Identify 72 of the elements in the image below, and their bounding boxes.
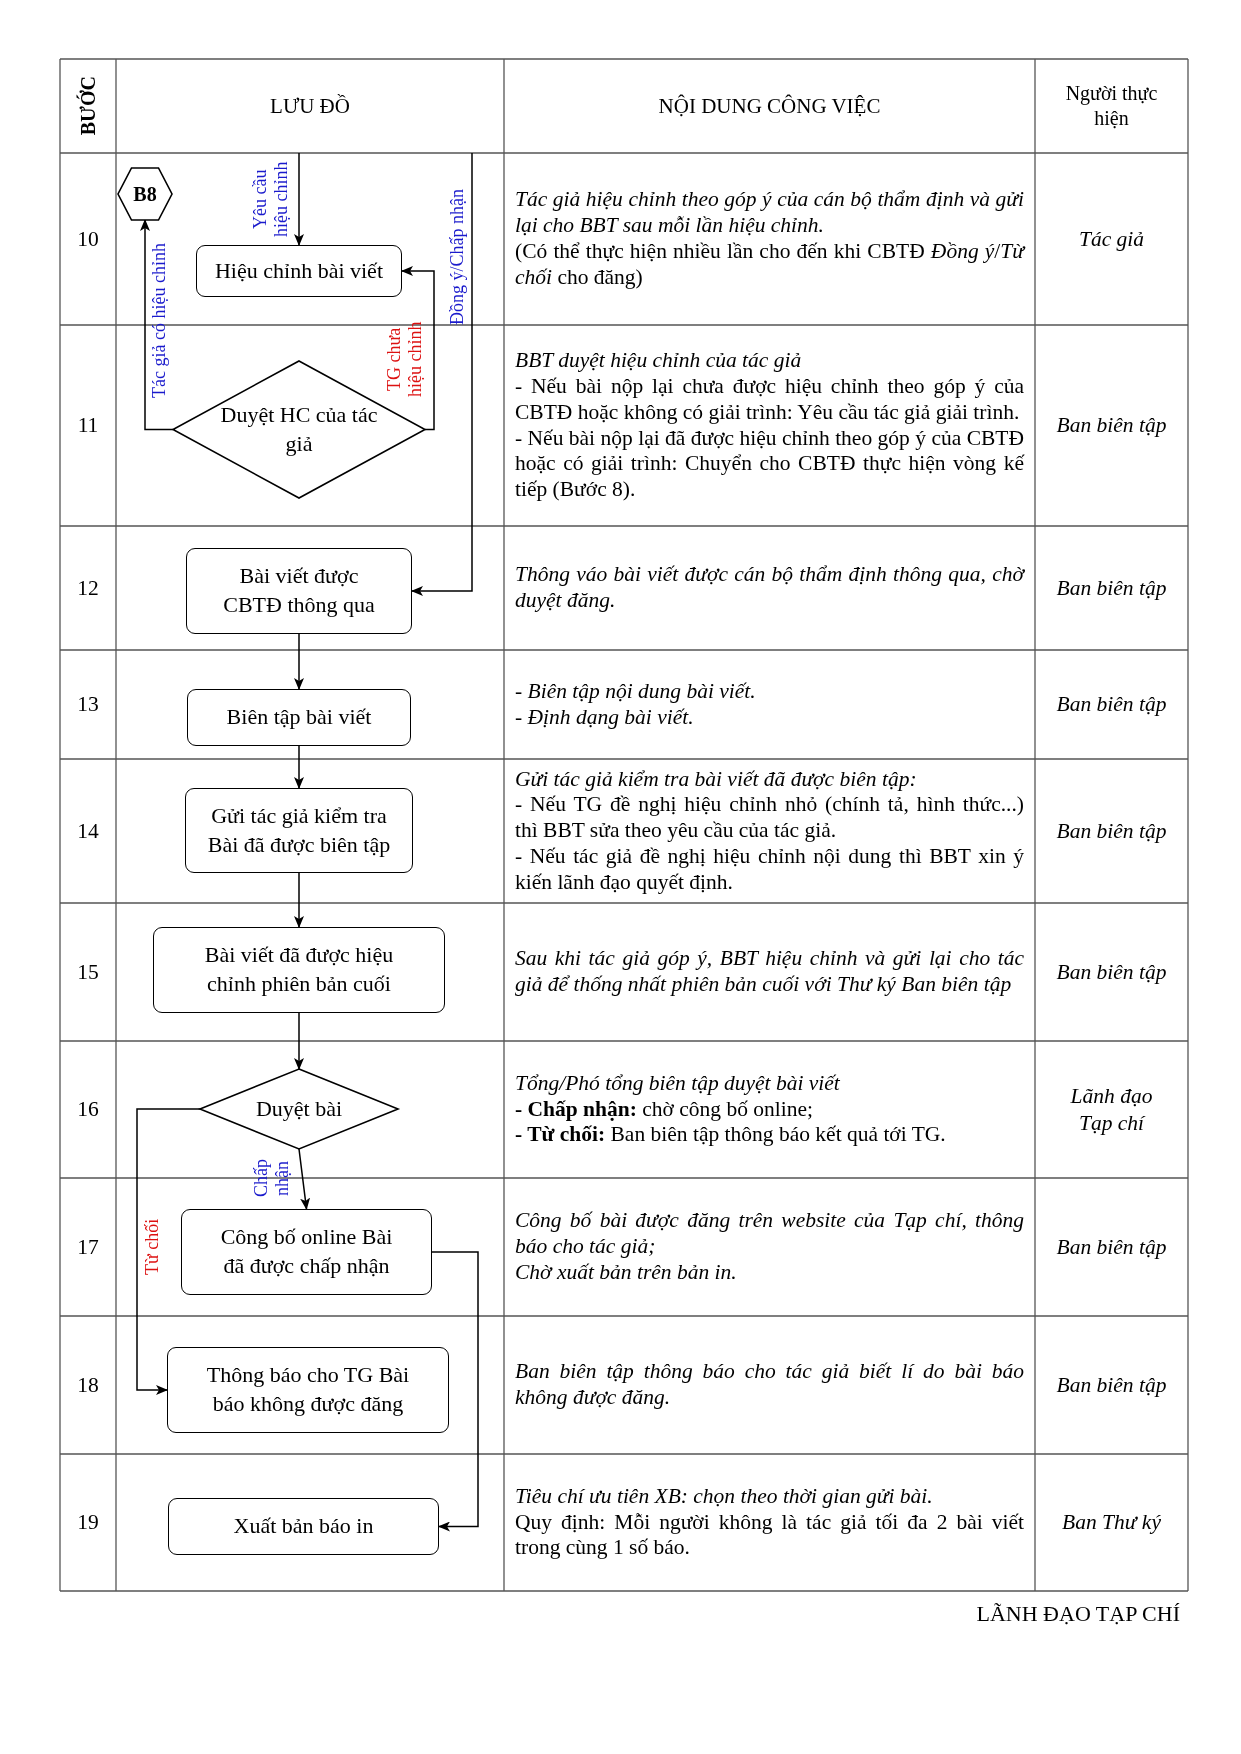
- role-name: Ban biên tập: [1056, 412, 1167, 439]
- connector-arrow: [136, 1108, 201, 1395]
- task-description: Công bố bài được đăng trên website của Tạp chí, thông báo cho tác giả;: [515, 1208, 1024, 1260]
- column-header: Người thực hiện: [1064, 81, 1159, 131]
- column-header: NỘI DUNG CÔNG VIỆC: [658, 92, 881, 120]
- process-box: Hiệu chỉnh bài viết: [196, 245, 402, 297]
- process-box: Thông báo cho TG Bài báo không được đăng: [167, 1347, 449, 1433]
- role-name: Ban Thư ký: [1062, 1509, 1161, 1536]
- connector-arrow: [294, 152, 304, 246]
- task-description: Tổng/Phó tổng biên tập duyệt bài viết: [515, 1070, 841, 1097]
- decision-diamond: Duyệt bài: [200, 1069, 398, 1149]
- role-name: Ban biên tập: [1056, 691, 1167, 718]
- task-description: (Có thể thực hiện nhiều lần cho đến khi CBTĐ Đồng ý/Từ chối cho đăng): [515, 239, 1024, 291]
- task-description: - Nếu bài nộp lại đã được hiệu chỉnh theo góp ý của CBTĐ hoặc có giải trình: Chuyển cho CBTĐ thực hiện vòng kế tiếp (Bước 8).: [515, 425, 1024, 503]
- edge-label: Đồng ý/Chấp nhận: [447, 188, 468, 327]
- role-name: Ban biên tập: [1056, 1233, 1167, 1261]
- task-description: - Chấp nhận: chờ công bố online;: [515, 1096, 815, 1123]
- edge-label: Từ chối: [142, 1217, 163, 1278]
- connector-arrow: [294, 872, 304, 928]
- task-description: - Định dạng bài viết.: [515, 704, 695, 731]
- task-description: Thông váo bài viết được cán bộ thẩm định thông qua, chờ duyệt đăng.: [515, 562, 1024, 614]
- step-number: 11: [77, 412, 99, 439]
- step-number: 13: [77, 691, 99, 718]
- task-description: - Nếu tác giả đề nghị hiệu chỉnh nội dung thì BBT xin ý kiến lãnh đạo quyết định.: [515, 843, 1024, 896]
- task-description: BBT duyệt hiệu chỉnh của tác giả: [515, 348, 803, 374]
- step-number: 17: [77, 1233, 99, 1261]
- step-number: 15: [77, 958, 99, 986]
- process-box: Biên tập bài viết: [187, 689, 411, 746]
- edge-label: Chấp nhận: [251, 1158, 293, 1200]
- task-description: - Biên tập nội dung bài viết.: [515, 678, 757, 705]
- role-name: Tác giả: [1078, 225, 1145, 253]
- step-reference-hexagon: B8: [118, 168, 172, 220]
- signature-title: LÃNH ĐẠO TẠP CHÍ: [975, 1600, 1180, 1628]
- step-number: 10: [77, 225, 99, 253]
- step-number: 14: [77, 817, 99, 845]
- role-name: Ban biên tập: [1056, 817, 1167, 845]
- role-name: Ban biên tập: [1056, 574, 1167, 602]
- process-box: Bài viết đã được hiệu chỉnh phiên bản cuối: [153, 927, 445, 1013]
- process-box: Xuất bản báo in: [168, 1498, 439, 1555]
- step-number: 18: [77, 1371, 99, 1399]
- task-description: Tiêu chí ưu tiên XB: chọn theo thời gian gửi bài.: [515, 1483, 934, 1510]
- connector-arrow: [401, 266, 435, 431]
- task-description: - Nếu bài nộp lại chưa được hiệu chỉnh theo góp ý của CBTĐ hoặc không có giải trình: Yêu cầu tác giả giải trình.: [515, 373, 1024, 426]
- step-number: 16: [77, 1096, 99, 1123]
- edge-label: TG chưa hiệu chỉnh: [384, 320, 426, 399]
- connector-arrow: [294, 1012, 304, 1070]
- role-name: Ban biên tập: [1056, 958, 1167, 986]
- edge-label: Yêu cầu hiệu chỉnh: [250, 160, 292, 239]
- task-description: - Từ chối: Ban biên tập thông báo kết quả tới TG.: [515, 1122, 947, 1149]
- task-description: Gửi tác giả kiểm tra bài viết đã được biên tập:: [515, 766, 918, 793]
- connector-arrow: [298, 1148, 311, 1210]
- edge-label: Tác giả có hiệu chỉnh: [149, 242, 170, 401]
- process-box: Bài viết được CBTĐ thông qua: [186, 548, 412, 634]
- connector-arrow: [294, 745, 304, 789]
- role-name: Lãnh đạo Tạp chí: [1069, 1082, 1154, 1137]
- connector-arrow: [431, 1251, 479, 1532]
- connector-arrow: [294, 633, 304, 690]
- column-header: LƯU ĐỒ: [270, 92, 350, 120]
- task-description: Sau khi tác giả góp ý, BBT hiệu chỉnh và gửi lại cho tác giả để thống nhất phiên bản cuối với Thư ký Ban biên tập: [515, 946, 1024, 998]
- step-number: 12: [77, 574, 99, 602]
- process-box: Gửi tác giả kiểm tra Bài đã được biên tập: [185, 788, 413, 873]
- task-description: Chờ xuất bản trên bản in.: [515, 1259, 738, 1286]
- process-box: Công bố online Bài đã được chấp nhận: [181, 1209, 432, 1295]
- connector-arrow: [411, 152, 473, 596]
- task-description: - Nếu TG đề nghị hiệu chỉnh nhỏ (chính tả, hình thức...) thì BBT sửa theo yêu cầu của tác giả.: [515, 792, 1024, 844]
- task-description: Quy định: Mỗi người không là tác giả tối đa 2 bài viết trong cùng 1 số báo.: [515, 1509, 1024, 1562]
- role-name: Ban biên tập: [1056, 1371, 1167, 1399]
- step-number: 19: [77, 1509, 99, 1536]
- connector-arrow: [140, 219, 174, 431]
- task-description: Tác giả hiệu chỉnh theo góp ý của cán bộ thẩm định và gửi lại cho BBT sau mỗi lần hiệu chỉnh.: [515, 187, 1024, 239]
- column-header: BƯỚC: [76, 76, 100, 136]
- task-description: Ban biên tập thông báo cho tác giả biết lí do bài báo không được đăng.: [515, 1359, 1024, 1411]
